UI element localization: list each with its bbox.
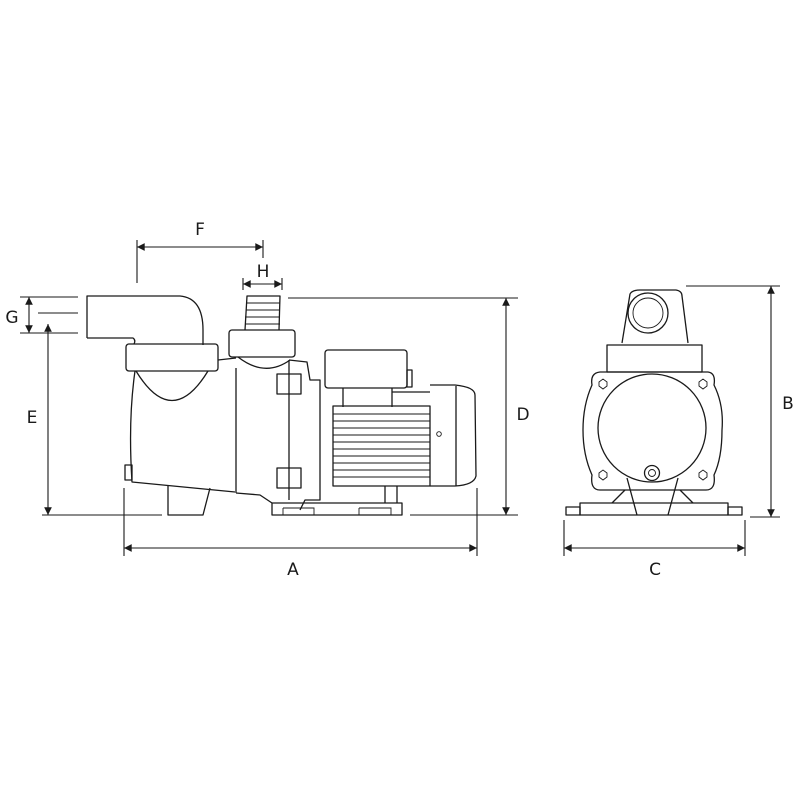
outlet-ring-outer [627,292,669,334]
dimension-label-f: F [195,220,205,240]
dimension-lines [20,240,780,556]
front-base-plate [579,502,729,516]
pump-side-view [86,295,477,516]
bolt-hex-icon [698,378,708,390]
motor-body [332,405,431,487]
outlet-collar [228,329,296,358]
drain-outlet [167,485,211,516]
bolt-upper [276,373,302,395]
dimension-label-g: G [5,308,19,328]
motor-fins [333,413,430,478]
bolt-hex-icon [598,378,608,390]
bolt-lower [276,467,302,489]
base-slots [282,507,392,515]
motor-end-cap [430,384,477,487]
nozzle-ribs [245,302,280,325]
drain-circle-outer [643,464,661,482]
front-outlet [621,289,689,344]
front-collar [606,344,703,373]
terminal-box [324,349,408,389]
drain-circle-inner [648,469,656,477]
dimension-label-c: C [649,560,661,580]
basket-dome [135,370,209,401]
front-pedestal [611,477,694,516]
strainer-body [129,357,237,493]
outlet-nozzle [244,295,281,331]
pump-front-view [565,289,743,516]
motor-foot [384,486,398,503]
dimension-label-a: A [287,560,299,580]
motor-screw [436,431,442,437]
base-tab-right [727,506,743,516]
motor-circle [597,373,707,483]
dimension-label-e: E [26,408,38,428]
dimension-label-d: D [516,405,530,425]
front-bolts [598,378,708,481]
terminal-knob [406,369,413,388]
drain-plug [124,464,133,481]
outlet-ring-inner [632,297,664,329]
base-plate [271,502,403,516]
front-body-outline [582,371,723,491]
volute-dome [237,356,291,369]
base-tab-left [565,506,581,516]
pump-volute [235,359,321,511]
inlet-pipe [86,295,204,345]
strainer-lid-ring [125,343,219,372]
dimension-label-h: H [256,262,270,282]
bolt-hex-icon [698,469,708,481]
motor-neck [342,388,430,407]
bolt-hex-icon [598,469,608,481]
dimension-label-b: B [782,394,794,414]
